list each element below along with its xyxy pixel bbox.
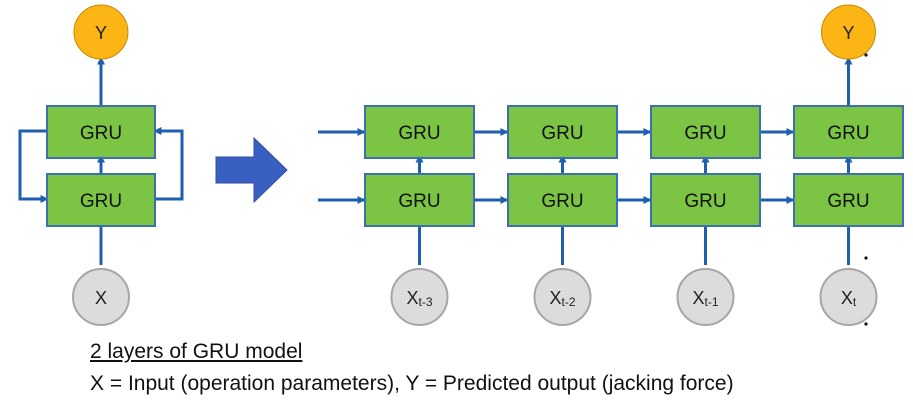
input-label-base: X: [549, 288, 561, 308]
gru-label: GRU: [398, 191, 440, 212]
input-circle: [390, 268, 449, 326]
input-node: Xt-2: [533, 268, 592, 326]
gru-cell-top: GRU: [793, 105, 904, 159]
output-label: Y: [842, 23, 854, 43]
input-label: Xt-3: [406, 288, 432, 309]
gru-box: [507, 105, 618, 159]
input-label: Xt-1: [692, 288, 718, 309]
gru-label: GRU: [398, 123, 440, 144]
input-label-subscript: t-3: [419, 295, 433, 309]
gru-label: GRU: [827, 123, 869, 144]
input-label: Xt: [841, 288, 857, 309]
gru-cell-top: GRU: [507, 105, 618, 159]
input-circle: [533, 268, 592, 326]
output-node: Y: [821, 4, 876, 60]
recurrent-loop-left: [18, 129, 49, 203]
gru-label: GRU: [80, 191, 122, 212]
gru-cell-bottom: GRU: [46, 173, 156, 227]
input-node: Xt: [819, 268, 878, 326]
gru-cell-top: GRU: [650, 105, 761, 159]
gru-label: GRU: [541, 191, 583, 212]
input-label-base: X: [406, 288, 418, 308]
gru-box: [650, 105, 761, 159]
gru-cell-top: GRU: [364, 105, 475, 159]
gru-box: [507, 173, 618, 227]
input-node: X: [72, 268, 130, 326]
folded-model: GRU GRU Y X: [18, 4, 184, 326]
gru-cell-bottom: GRU: [507, 173, 618, 227]
gru-label: GRU: [684, 123, 726, 144]
input-label-base: X: [692, 288, 704, 308]
input-node: Xt-1: [676, 268, 735, 326]
input-label: Xt-2: [549, 288, 575, 309]
decorative-dot: [864, 53, 868, 57]
input-label: X: [95, 288, 107, 308]
gru-label: GRU: [541, 123, 583, 144]
unroll-arrow: [215, 136, 288, 204]
recurrent-loop-right: [153, 127, 184, 201]
input-label-subscript: t-2: [562, 295, 576, 309]
gru-cell-bottom: GRU: [364, 173, 475, 227]
output-circle: [821, 4, 876, 60]
gru-label: GRU: [684, 191, 726, 212]
gru-box: [650, 173, 761, 227]
gru-cell-top: GRU: [46, 105, 156, 159]
input-label-base: X: [841, 288, 853, 308]
output-node: Y: [73, 4, 129, 60]
input-label-subscript: t: [853, 295, 857, 309]
gru-box: [793, 173, 904, 227]
decorative-dot: [864, 256, 868, 260]
gru-box: [793, 105, 904, 159]
gru-cell-bottom: GRU: [650, 173, 761, 227]
input-node: Xt-3: [390, 268, 449, 326]
unrolled-model: GRU GRU Xt-3 GRU GRU Xt-2 GRU GRU Xt-1 GRU GRU Xt Y: [318, 4, 904, 326]
gru-label: GRU: [827, 191, 869, 212]
gru-label: GRU: [80, 123, 122, 144]
input-circle: [676, 268, 735, 326]
gru-box: [364, 105, 475, 159]
gru-cell-bottom: GRU: [793, 173, 904, 227]
caption-legend: X = Input (operation parameters), Y = Pr…: [90, 372, 734, 395]
caption-title: 2 layers of GRU model: [90, 340, 303, 363]
input-label-subscript: t-1: [705, 295, 719, 309]
output-label: Y: [95, 23, 107, 43]
input-circle: [819, 268, 878, 326]
gru-box: [364, 173, 475, 227]
decorative-dot: [864, 322, 868, 326]
